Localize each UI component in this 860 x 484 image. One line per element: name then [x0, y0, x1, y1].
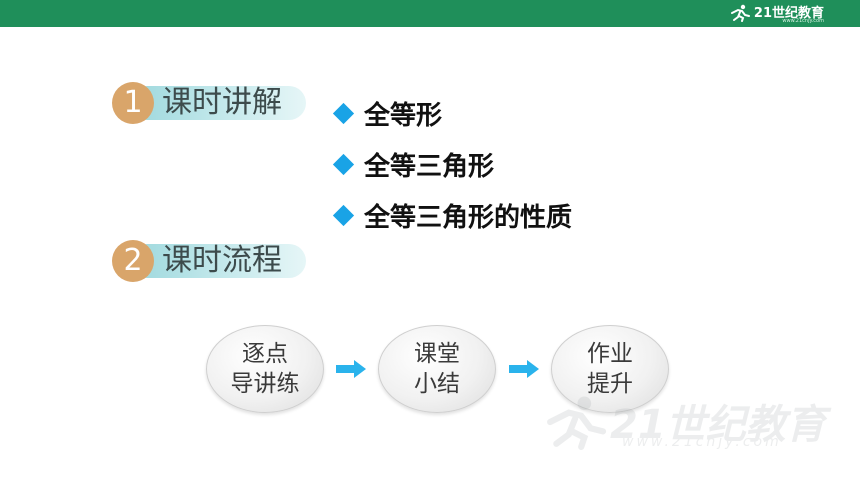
section-lesson-explanation: 1 课时讲解 [112, 82, 306, 124]
section-lesson-flow: 2 课时流程 [112, 240, 306, 282]
section-number: 2 [112, 240, 154, 282]
brand-name: 21世纪教育 [753, 5, 824, 21]
brand-logo: 21世纪教育 www.21cnjy.com [729, 3, 824, 24]
arrow-right-icon [336, 360, 366, 378]
section-pill [130, 244, 306, 278]
topic-item[interactable]: 全等形 [332, 88, 572, 139]
topic-label: 全等形 [364, 101, 443, 131]
topic-list: 全等形 全等三角形 全等三角形的性质 [332, 88, 572, 241]
watermark: 21世纪教育 www.21cnjy.com [530, 390, 830, 460]
flow-step-line2: 小结 [414, 371, 460, 397]
flow-step-line1: 课堂 [414, 341, 460, 367]
flow-step-line2: 提升 [587, 371, 633, 397]
header-bar: 21世纪教育 www.21cnjy.com [0, 0, 860, 27]
flow-step-line2: 导讲练 [230, 371, 300, 397]
watermark-url: www.21cnjy.com [622, 434, 782, 450]
brand-url: www.21cnjy.com [782, 18, 824, 24]
diamond-bullet-icon [332, 102, 355, 125]
lesson-flow: 逐点 导讲练 课堂 小结 作业 提升 [206, 325, 676, 415]
runner-icon [547, 396, 607, 450]
diamond-bullet-icon [332, 153, 355, 176]
section-pill [130, 86, 306, 120]
section-title: 课时讲解 [162, 85, 282, 120]
topic-label: 全等三角形的性质 [364, 203, 573, 233]
flow-step-line1: 逐点 [242, 341, 288, 367]
flow-step-summary[interactable]: 课堂 小结 [378, 325, 496, 413]
flow-step-homework[interactable]: 作业 提升 [551, 325, 669, 413]
flow-step-line1: 作业 [587, 341, 633, 367]
arrow-right-icon [509, 360, 539, 378]
section-title: 课时流程 [162, 243, 282, 278]
topic-item[interactable]: 全等三角形 [332, 139, 572, 190]
topic-label: 全等三角形 [364, 152, 495, 182]
diamond-bullet-icon [332, 204, 355, 227]
topic-item[interactable]: 全等三角形的性质 [332, 190, 572, 241]
watermark-text: 21世纪教育 [610, 402, 826, 448]
runner-icon [730, 4, 750, 22]
section-number: 1 [112, 82, 154, 124]
flow-step-practice[interactable]: 逐点 导讲练 [206, 325, 324, 413]
